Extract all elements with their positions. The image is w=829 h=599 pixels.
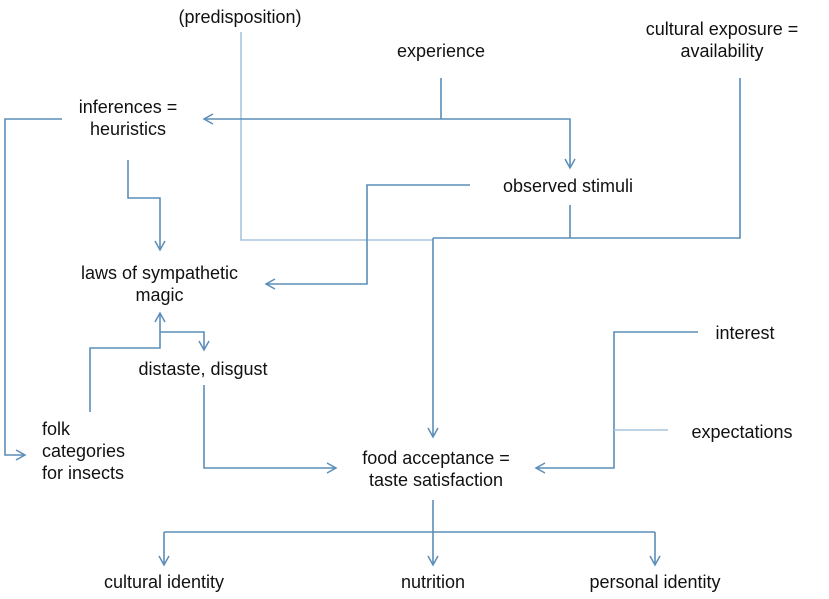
node-sympathetic-magic: laws of sympathetic magic bbox=[57, 262, 262, 306]
arrow-inferences-to-folk bbox=[4, 118, 62, 461]
arrow-folk-to-magic bbox=[89, 311, 166, 412]
node-observed-stimuli-line-1: observed stimuli bbox=[502, 176, 634, 196]
node-sympathetic-magic-line-1: laws of sympathetic bbox=[80, 263, 239, 283]
node-food-acceptance-line-2: taste satisfaction bbox=[368, 470, 504, 490]
node-predisposition: (predisposition) bbox=[160, 6, 320, 28]
node-expectations: expectations bbox=[672, 421, 812, 443]
node-inferences-line-2: heuristics bbox=[89, 119, 167, 139]
node-cultural-identity-line-1: cultural identity bbox=[103, 572, 225, 592]
arrow-experience-to-observed-stimuli bbox=[441, 118, 576, 170]
node-interest-line-1: interest bbox=[715, 323, 775, 343]
node-food-acceptance-line-1: food acceptance = bbox=[362, 448, 510, 468]
node-cultural-exposure-line-1: cultural exposure = bbox=[645, 19, 799, 39]
node-sympathetic-magic-line-2: magic bbox=[135, 285, 184, 305]
node-expectations-line-1: expectations bbox=[691, 422, 793, 442]
node-cultural-exposure-line-2: availability bbox=[680, 41, 764, 61]
node-predisposition-line-1: (predisposition) bbox=[178, 7, 302, 27]
node-observed-stimuli: observed stimuli bbox=[478, 175, 658, 197]
node-nutrition-line-1: nutrition bbox=[400, 572, 466, 592]
arrow-inferences-to-magic bbox=[127, 160, 166, 252]
node-personal-identity: personal identity bbox=[570, 571, 740, 593]
arrow-interest-to-food bbox=[534, 331, 698, 474]
node-food-acceptance: food acceptance = taste satisfaction bbox=[338, 447, 534, 491]
connector-cultural-exposure bbox=[433, 78, 741, 239]
arrow-distaste-to-food bbox=[203, 385, 338, 474]
node-folk-categories-line-2: categories bbox=[42, 441, 126, 461]
arrow-stimuli-to-magic bbox=[264, 184, 470, 290]
node-folk-categories: folk categories for insects bbox=[28, 418, 148, 484]
node-personal-identity-line-1: personal identity bbox=[589, 572, 721, 592]
connector-predisposition bbox=[240, 32, 433, 241]
node-cultural-identity: cultural identity bbox=[84, 571, 244, 593]
node-distaste-line-1: distaste, disgust bbox=[138, 359, 268, 379]
node-folk-categories-line-3: for insects bbox=[42, 463, 125, 483]
node-distaste: distaste, disgust bbox=[118, 358, 288, 380]
node-inferences-line-1: inferences = bbox=[78, 97, 178, 117]
node-interest: interest bbox=[700, 322, 790, 344]
node-folk-categories-line-1: folk bbox=[42, 419, 71, 439]
node-nutrition: nutrition bbox=[373, 571, 493, 593]
node-experience: experience bbox=[371, 40, 511, 62]
node-inferences: inferences = heuristics bbox=[58, 96, 198, 140]
node-cultural-exposure: cultural exposure = availability bbox=[622, 18, 822, 62]
node-experience-line-1: experience bbox=[396, 41, 486, 61]
arrow-magic-to-distaste bbox=[160, 331, 210, 352]
